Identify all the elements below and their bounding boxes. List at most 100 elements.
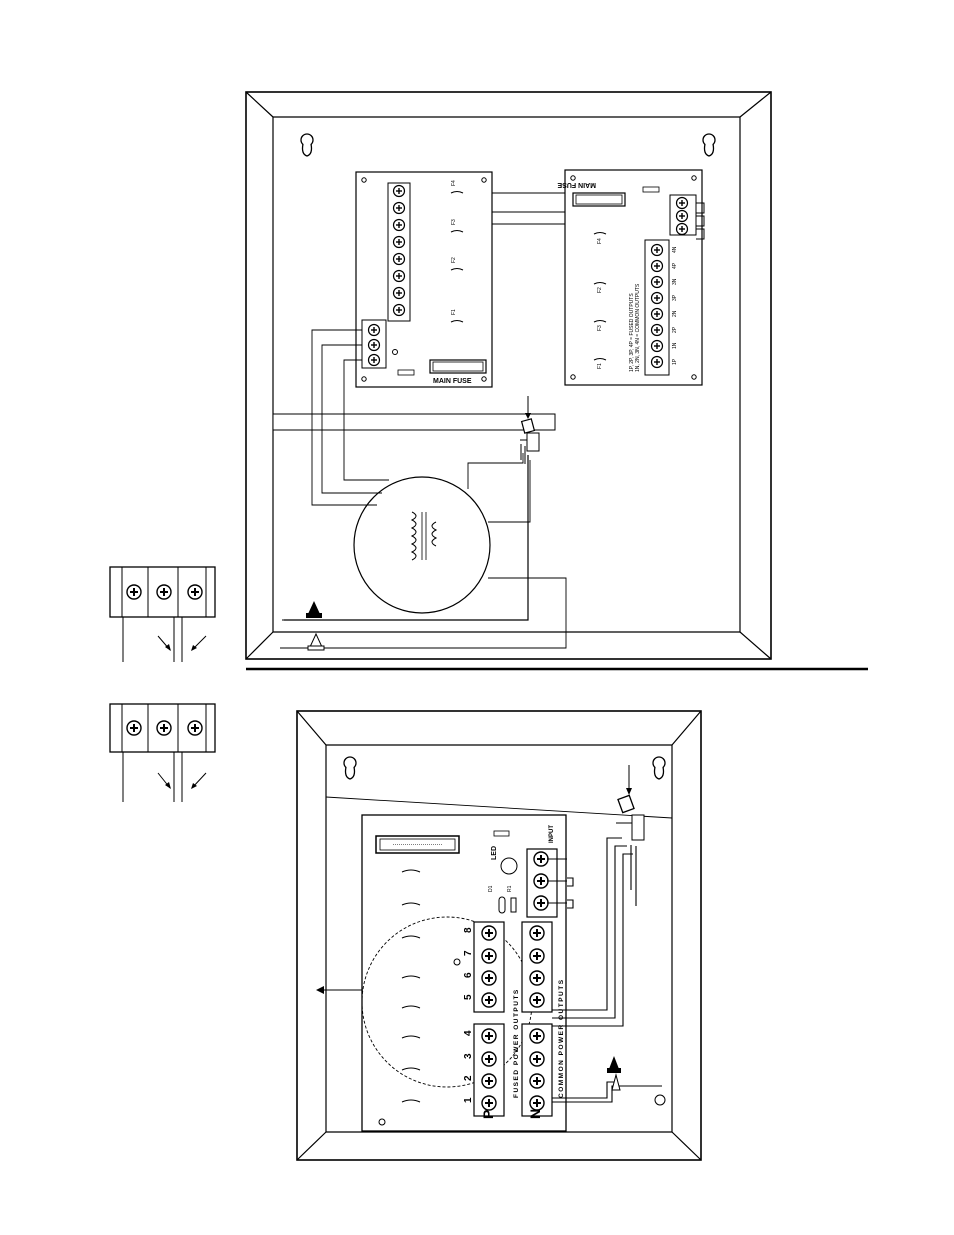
keyhole-icon <box>301 134 313 156</box>
terminal-screw-icon <box>157 585 171 599</box>
terminal-screw-icon <box>652 357 663 368</box>
mounting-hole <box>655 1095 665 1105</box>
input-label: INPUT <box>549 825 555 843</box>
keyhole-icon <box>653 757 665 779</box>
terminal-screw-icon <box>394 288 405 299</box>
terminal-screw-icon <box>652 261 663 272</box>
output-number: 7 <box>463 950 474 956</box>
terminal-label: 1P <box>672 358 678 365</box>
main-fuse-label: MAIN FUSE <box>557 181 596 188</box>
output-number: 4 <box>463 1030 474 1036</box>
fused-output-screw-icon <box>482 971 496 985</box>
legend-line: 1N, 2N, 3N, 4N = COMMON OUTPUTS <box>635 283 641 372</box>
terminal-screw-icon <box>394 305 405 316</box>
fused-output-screw-icon <box>482 1074 496 1088</box>
fuse-label: F1 <box>451 309 457 315</box>
input-screw-icon <box>369 340 380 351</box>
output-number: 5 <box>463 994 474 1000</box>
top-right-power-board: MAIN FUSE 4N 4P 3N 3P 2N 2P 1N 1P 1P, 2P… <box>557 170 702 385</box>
terminal-screw-icon <box>188 721 202 735</box>
fuse-label: F3 <box>451 219 457 225</box>
terminal-label: 2P <box>672 326 678 333</box>
terminal-screw-icon <box>652 245 663 256</box>
terminal-label: 1N <box>672 342 678 349</box>
output-number: 1 <box>463 1097 474 1103</box>
common-outputs-label: COMMON POWER OUTPUTS <box>558 978 565 1098</box>
terminal-block-detail <box>110 704 215 802</box>
terminal-screw-icon <box>127 721 141 735</box>
input-screw-icon <box>534 852 548 866</box>
fuse-label: F4 <box>451 180 457 186</box>
output-number: 6 <box>463 972 474 978</box>
common-output-screw-icon <box>530 1029 544 1043</box>
fused-output-screw-icon <box>482 926 496 940</box>
common-output-screw-icon <box>530 1052 544 1066</box>
fused-outputs-label: FUSED POWER OUTPUTS <box>513 988 520 1098</box>
wire-nut-icon <box>607 1056 621 1073</box>
keyhole-icon <box>703 134 715 156</box>
terminal-screw-icon <box>394 254 405 265</box>
input-screw-icon <box>534 896 548 910</box>
fuse-label: F3 <box>597 325 603 331</box>
bottom-power-switch <box>616 765 644 840</box>
fused-output-screw-icon <box>482 1096 496 1110</box>
board-callout-arrow <box>316 986 363 994</box>
input-screw-icon <box>369 325 380 336</box>
terminal-screw-icon <box>394 203 405 214</box>
terminal-block-detail <box>110 567 215 662</box>
input-screw-icon <box>677 224 688 235</box>
common-output-screw-icon <box>530 926 544 940</box>
fused-output-screw-icon <box>482 993 496 1007</box>
common-output-screw-icon <box>530 993 544 1007</box>
fused-output-screw-icon <box>482 1052 496 1066</box>
output-number: 8 <box>463 927 474 933</box>
common-output-screw-icon <box>530 971 544 985</box>
main-fuse-label: MAIN FUSE <box>433 378 472 385</box>
common-output-screw-icon <box>530 949 544 963</box>
fuse-label: F2 <box>451 257 457 263</box>
fuse-label: F4 <box>597 238 603 244</box>
keyhole-icon <box>344 757 356 779</box>
input-screw-icon <box>369 355 380 366</box>
terminal-screw-icon <box>652 309 663 320</box>
r1-label: R1 <box>507 885 513 892</box>
terminal-screw-icon <box>652 293 663 304</box>
terminal-label: 4P <box>672 262 678 269</box>
terminal-label: 3P <box>672 294 678 301</box>
wire-nut-icon <box>306 601 322 618</box>
input-screw-icon <box>534 874 548 888</box>
top-left-power-board: F4 F3 F2 F1 MAIN FUSE <box>356 172 492 387</box>
n-label: N <box>527 1109 543 1119</box>
common-output-screw-icon <box>530 1074 544 1088</box>
terminal-screw-icon <box>652 325 663 336</box>
transformer <box>354 477 490 613</box>
terminal-screw-icon <box>394 186 405 197</box>
fused-output-screw-icon <box>482 1029 496 1043</box>
output-number: 3 <box>463 1053 474 1059</box>
p-label: P <box>480 1110 496 1119</box>
terminal-screw-icon <box>394 220 405 231</box>
led-label: LED <box>491 846 498 860</box>
terminal-label: 2N <box>672 310 678 317</box>
terminal-screw-icon <box>157 721 171 735</box>
wire-nut-icon <box>308 634 324 650</box>
terminal-screw-icon <box>394 271 405 282</box>
terminal-screw-icon <box>188 585 202 599</box>
fused-output-screw-icon <box>482 949 496 963</box>
bottom-power-board: LED INPUT D1 R1 8 7 6 5 <box>362 815 566 1131</box>
input-screw-icon <box>677 198 688 209</box>
terminal-screw-icon <box>127 585 141 599</box>
terminal-label: 3N <box>672 278 678 285</box>
d1-label: D1 <box>488 885 494 892</box>
terminal-screw-icon <box>652 277 663 288</box>
terminal-screw-icon <box>394 237 405 248</box>
terminal-screw-icon <box>652 341 663 352</box>
output-number: 2 <box>463 1075 474 1081</box>
terminal-label: 4N <box>672 246 678 253</box>
fuse-label: F1 <box>597 363 603 369</box>
top-mounting-shelf <box>273 414 555 430</box>
input-screw-icon <box>677 211 688 222</box>
common-output-screw-icon <box>530 1096 544 1110</box>
fuse-label: F2 <box>597 287 603 293</box>
